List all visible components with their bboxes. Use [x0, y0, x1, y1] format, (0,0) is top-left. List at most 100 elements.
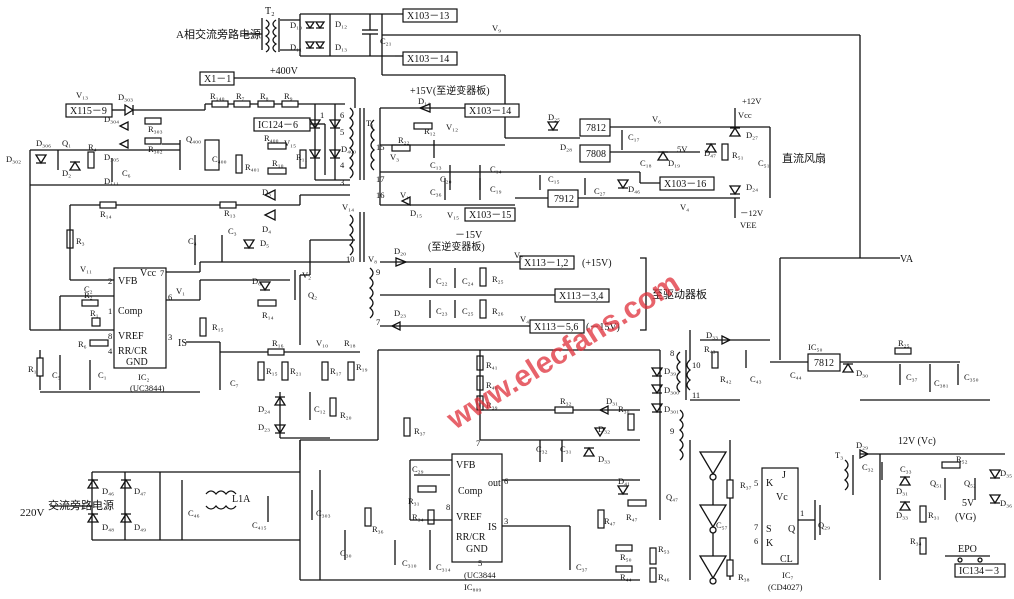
svg-text:C₁₄: C₁₄: [490, 164, 502, 174]
rail-v13: V₁₃: [76, 90, 88, 100]
svg-text:D₄: D₄: [262, 224, 271, 234]
regulator-7808-label: 7808: [586, 149, 606, 160]
svg-text:3: 3: [504, 516, 508, 526]
svg-text:D₁₁: D₁₁: [290, 42, 302, 52]
svg-text:R₁₄₀: R₁₄₀: [210, 91, 225, 101]
connector-x103-14b: [464, 103, 520, 118]
svg-text:(UC3844): (UC3844): [130, 383, 165, 393]
svg-text:C₂₀: C₂₀: [440, 174, 452, 184]
svg-text:D₃₁: D₃₁: [606, 396, 618, 406]
svg-text:D₂₇: D₂₇: [746, 130, 758, 140]
svg-text:D₂₄: D₂₄: [258, 404, 270, 414]
svg-text:8: 8: [670, 348, 674, 358]
svg-text:R₃₁: R₃₁: [408, 496, 420, 506]
connector-x103-15: [464, 207, 516, 222]
svg-text:D₄₈: D₄₈: [102, 522, 114, 532]
svg-text:D₁₀: D₁₀: [290, 20, 302, 30]
svg-text:V₃: V₃: [390, 152, 399, 162]
svg-text:C₁₂: C₁₂: [314, 404, 326, 414]
svg-text:D₃₃: D₃₃: [706, 330, 718, 340]
svg-text:Q: Q: [788, 524, 796, 535]
fan-label: 直流风扇: [782, 151, 826, 165]
connector-x115-9-label: X115－9: [70, 106, 107, 117]
rail-p12-vc: 12V (Vc): [898, 436, 936, 447]
svg-text:8: 8: [446, 502, 450, 512]
svg-text:C₄₆: C₄₆: [188, 508, 200, 518]
svg-text:D₃₉: D₃₉: [664, 366, 676, 376]
svg-text:C₁₃: C₁₃: [430, 160, 442, 170]
svg-text:V₈: V₈: [368, 254, 377, 264]
svg-text:V₁₁: V₁₁: [80, 264, 92, 274]
connector-x1-1-label: X1－1: [204, 74, 231, 85]
connector-ic134-3-label: IC134－3: [959, 566, 999, 577]
svg-text:C₂₉: C₂₉: [412, 464, 424, 474]
svg-text:C₂₄: C₂₄: [462, 276, 474, 286]
svg-text:1: 1: [108, 306, 112, 316]
svg-text:R₄₇: R₄₇: [604, 516, 616, 526]
l1a-label: L1A: [232, 494, 251, 505]
svg-text:5: 5: [478, 558, 482, 568]
svg-text:C₃: C₃: [228, 226, 237, 236]
svg-text:R₁₅: R₁₅: [212, 322, 224, 332]
svg-text:D₃: D₃: [262, 187, 271, 197]
svg-text:D₂₄: D₂₄: [746, 182, 758, 192]
logic-gates: C₅₇: [689, 440, 728, 585]
svg-text:C₃₇: C₃₇: [906, 372, 918, 382]
svg-text:D₃₀₃: D₃₀₃: [118, 92, 133, 102]
svg-text:R₃: R₃: [76, 236, 85, 246]
v220-label: 220V: [20, 507, 45, 519]
svg-text:6: 6: [504, 476, 508, 486]
svg-text:D₁₁₁: D₁₁₁: [104, 176, 119, 186]
svg-text:D₆: D₆: [252, 276, 261, 286]
connector-x103-13-label: X103－13: [407, 11, 449, 22]
svg-text:C₃₁₀: C₃₁₀: [402, 558, 417, 568]
svg-text:R₁₇: R₁₇: [330, 366, 342, 376]
svg-text:VFB: VFB: [118, 276, 138, 287]
svg-text:4: 4: [108, 346, 113, 356]
svg-text:V₁₀: V₁₀: [316, 338, 328, 348]
svg-text:R₃₇: R₃₇: [740, 480, 752, 490]
svg-text:R₉: R₉: [284, 91, 293, 101]
svg-text:IC₈₀₉: IC₈₀₉: [464, 582, 481, 592]
svg-text:D₂₃: D₂₃: [394, 308, 406, 318]
svg-text:(VG): (VG): [955, 512, 976, 523]
svg-text:R₃₆: R₃₆: [372, 524, 384, 534]
rail-n15-note: (至逆变器板): [428, 240, 485, 253]
rail-n12: －12V: [740, 208, 764, 218]
svg-text:D₃₀₄: D₃₀₄: [104, 114, 119, 124]
svg-text:D₃₁: D₃₁: [896, 486, 908, 496]
svg-text:5V: 5V: [677, 144, 688, 154]
svg-text:7: 7: [376, 317, 380, 327]
svg-text:2: 2: [108, 276, 112, 286]
svg-text:10: 10: [692, 360, 701, 370]
svg-text:C₅: C₅: [52, 370, 61, 380]
svg-text:V₁₂: V₁₂: [446, 122, 458, 132]
svg-text:R₁₆: R₁₆: [272, 338, 284, 348]
svg-text:R₃₂: R₃₂: [560, 396, 572, 406]
svg-text:R₁₂: R₁₂: [424, 126, 436, 136]
svg-text:Q₄₀₀: Q₄₀₀: [186, 134, 201, 144]
svg-text:Comp: Comp: [118, 306, 142, 317]
svg-text:D₁₅: D₁₅: [410, 208, 422, 218]
svg-text:V₇: V₇: [514, 250, 523, 260]
svg-text:R₁₅: R₁₅: [266, 366, 278, 376]
svg-text:Vc: Vc: [776, 492, 788, 503]
bypass-ac-label: 交流旁路电源: [48, 498, 114, 512]
svg-text:C₃₆: C₃₆: [430, 187, 442, 197]
bypass-bridge-bottom: D₄₆ D₄₇ D₄₈ D₄₉ 交流旁路电源 220V C₄₆: [20, 471, 200, 541]
svg-text:R₃₉: R₃₉: [486, 400, 498, 410]
phase-a-bypass-label: A相交流旁路电源: [176, 27, 261, 41]
connector-x113-34-label: X113－3,4: [559, 291, 603, 302]
svg-text:C₄: C₄: [188, 236, 197, 246]
svg-text:R₇: R₇: [236, 91, 245, 101]
svg-text:3: 3: [168, 332, 172, 342]
svg-text:C₆: C₆: [122, 168, 131, 178]
svg-text:V₁: V₁: [176, 286, 185, 296]
svg-text:C₂₁: C₂₁: [380, 36, 392, 46]
svg-text:R₂₀: R₂₀: [340, 410, 352, 420]
svg-text:R₃₄: R₃₄: [910, 536, 922, 546]
drive-board-label: 至驱动器板: [652, 287, 707, 301]
ic809-uc3844: VFB Comp VREF RR/CR GND out IS 6 3 8 5 (…: [446, 453, 508, 592]
svg-text:D₂₀: D₂₀: [394, 246, 406, 256]
svg-text:C₃₁₄: C₃₁₄: [436, 562, 451, 572]
